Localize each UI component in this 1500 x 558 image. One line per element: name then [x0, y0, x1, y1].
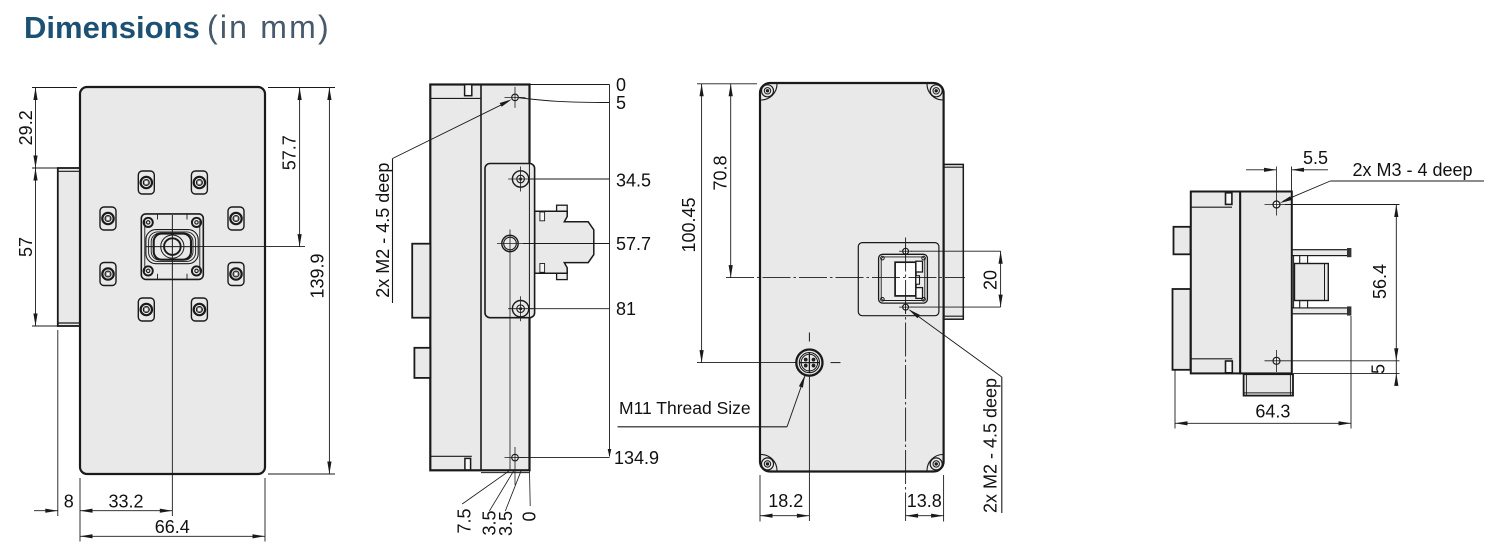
svg-text:7.5: 7.5: [455, 509, 475, 534]
svg-text:64.3: 64.3: [1255, 402, 1290, 422]
svg-text:57: 57: [16, 237, 36, 257]
svg-text:57.7: 57.7: [616, 234, 651, 254]
svg-text:8: 8: [64, 492, 74, 512]
svg-text:5: 5: [1368, 364, 1388, 374]
svg-text:2x M2 - 4.5 deep: 2x M2 - 4.5 deep: [373, 163, 393, 298]
svg-text:M11 Thread Size: M11 Thread Size: [619, 398, 751, 418]
svg-text:34.5: 34.5: [616, 170, 651, 190]
svg-text:56.4: 56.4: [1370, 264, 1390, 299]
svg-text:66.4: 66.4: [155, 517, 190, 537]
svg-text:33.2: 33.2: [108, 492, 143, 512]
svg-text:81: 81: [616, 299, 636, 319]
svg-text:0: 0: [520, 512, 540, 522]
svg-text:3.5: 3.5: [480, 511, 500, 536]
svg-text:0: 0: [616, 75, 626, 95]
svg-text:2x M3 - 4 deep: 2x M3 - 4 deep: [1353, 160, 1473, 180]
svg-text:18.2: 18.2: [768, 491, 803, 511]
svg-text:2x M2 - 4.5 deep: 2x M2 - 4.5 deep: [981, 378, 1001, 513]
svg-text:20: 20: [981, 270, 1001, 290]
svg-text:100.45: 100.45: [679, 197, 699, 252]
svg-text:134.9: 134.9: [614, 448, 659, 468]
svg-text:Dimensions: Dimensions: [24, 10, 200, 45]
svg-text:29.2: 29.2: [16, 110, 36, 145]
svg-text:13.8: 13.8: [907, 491, 942, 511]
svg-text:5.5: 5.5: [1303, 148, 1328, 168]
svg-text:(in mm): (in mm): [207, 9, 331, 45]
svg-text:3.5: 3.5: [496, 511, 516, 536]
svg-text:5: 5: [616, 93, 626, 113]
svg-text:70.8: 70.8: [710, 155, 730, 190]
svg-text:57.7: 57.7: [280, 135, 300, 170]
svg-text:139.9: 139.9: [307, 253, 327, 298]
